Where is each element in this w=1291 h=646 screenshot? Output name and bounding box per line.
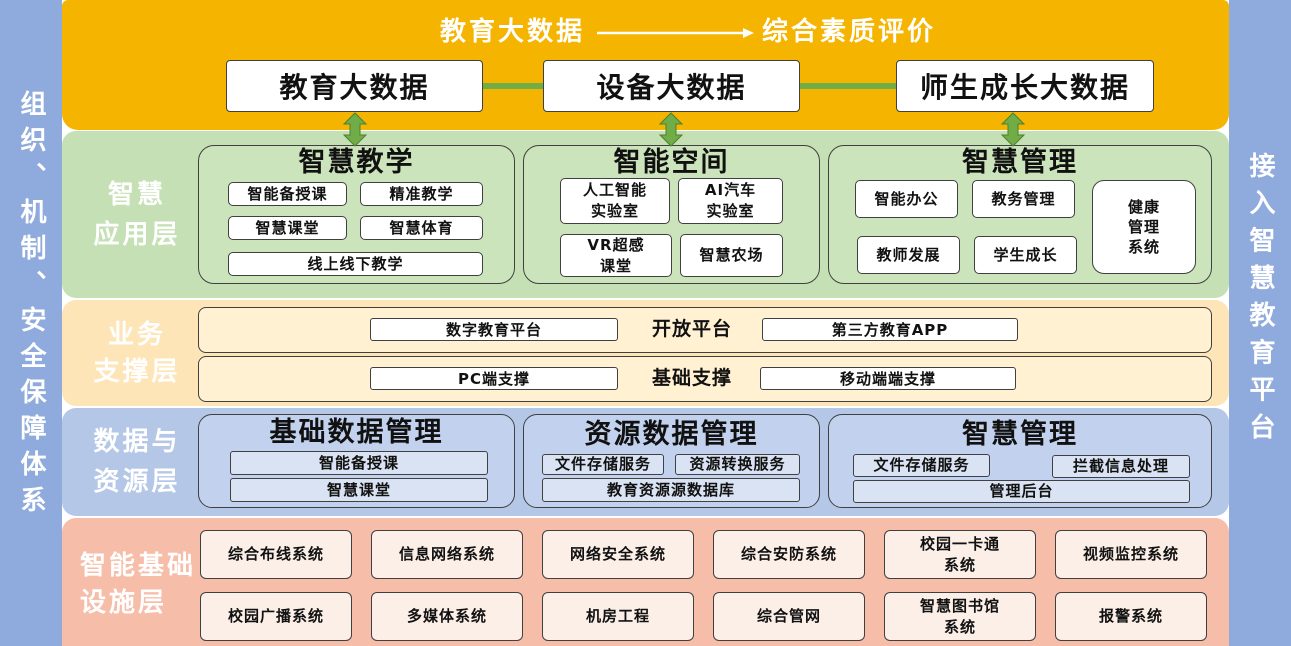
management-item-health-system: 健康 管理 系统 xyxy=(1092,180,1196,274)
basic-data-panel: 基础数据管理 智能备授课 智慧课堂 xyxy=(198,414,515,508)
base-support-label: 基础支撑 xyxy=(651,367,732,389)
edu-big-data-box: 教育大数据 xyxy=(226,60,483,112)
smart-management-title: 智慧管理 xyxy=(962,147,1078,178)
resource-item-database: 教育资源源数据库 xyxy=(542,478,800,502)
pc-support-box: PC端支撑 xyxy=(370,367,618,390)
resource-data-title: 资源数据管理 xyxy=(584,419,759,450)
data-layer-label-line2: 资源层 xyxy=(93,467,181,497)
open-platform-label: 开放平台 xyxy=(651,318,732,340)
data-management-title: 智慧管理 xyxy=(962,419,1078,450)
infra-item-server-room: 机房工程 xyxy=(542,592,694,641)
resource-item-file-storage: 文件存储服务 xyxy=(542,454,664,475)
data-resource-layer: 数据与 资源层 基础数据管理 智能备授课 智慧课堂 资源数据管理 文件存储服务 … xyxy=(62,408,1229,516)
space-item-ai-lab: 人工智能 实验室 xyxy=(560,178,670,224)
infra-item-network: 信息网络系统 xyxy=(371,530,523,579)
infra-item-alarm: 报警系统 xyxy=(1055,592,1207,641)
infra-layer-label-line1: 智能基础 xyxy=(80,551,197,581)
smart-management-panel: 智慧管理 智能办公 教务管理 教师发展 学生成长 健康 管理 系统 xyxy=(828,145,1212,284)
growth-big-data-box: 师生成长大数据 xyxy=(896,60,1154,112)
teaching-item-sports: 智慧体育 xyxy=(360,216,483,240)
application-layer-label: 智慧 应用层 xyxy=(62,175,212,255)
management-item-office: 智能办公 xyxy=(855,180,958,218)
data-management-item-intercept: 拦截信息处理 xyxy=(1052,455,1190,478)
third-party-app-box: 第三方教育APP xyxy=(762,318,1018,341)
infra-item-multimedia: 多媒体系统 xyxy=(371,592,523,641)
top-title-right: 综合素质评价 xyxy=(762,17,937,47)
data-management-item-backend: 管理后台 xyxy=(853,480,1190,503)
infra-system-grid: 综合布线系统 信息网络系统 网络安全系统 综合安防系统 校园一卡通 系统 视频监… xyxy=(200,530,1207,641)
space-item-vr-classroom: VR超感 课堂 xyxy=(560,234,672,277)
base-support-row: PC端支撑 基础支撑 移动端端支撑 xyxy=(198,356,1212,402)
smart-teaching-title: 智慧教学 xyxy=(298,147,415,178)
device-big-data-box: 设备大数据 xyxy=(543,60,800,112)
management-item-student-growth: 学生成长 xyxy=(974,236,1077,274)
infra-item-security: 综合安防系统 xyxy=(713,530,865,579)
teaching-item-precision: 精准教学 xyxy=(360,182,483,206)
infra-item-network-security: 网络安全系统 xyxy=(542,530,694,579)
teaching-item-online-offline: 线上线下教学 xyxy=(228,252,483,276)
right-side-bar: 接入智慧教育平台 xyxy=(1229,0,1291,646)
top-evaluation-band: 教育大数据 综合素质评价 教育大数据 设备大数据 师生成长大数据 xyxy=(62,0,1229,130)
right-side-bar-text: 接入智慧教育平台 xyxy=(1245,152,1275,451)
top-title-left: 教育大数据 xyxy=(440,17,586,47)
resource-item-conversion: 资源转换服务 xyxy=(675,454,800,475)
left-side-bar: 组织、机制、安全保障体系 xyxy=(0,0,62,646)
support-layer-label: 业务 支撑层 xyxy=(62,317,212,391)
infra-layer-label: 智能基础 设施层 xyxy=(80,548,270,622)
infra-item-cabling: 综合布线系统 xyxy=(200,530,352,579)
infra-layer-label-line2: 设施层 xyxy=(80,588,168,618)
space-item-ai-car-lab: AI汽车 实验室 xyxy=(678,178,783,224)
data-management-item-file-storage: 文件存储服务 xyxy=(853,454,990,477)
management-item-teacher-dev: 教师发展 xyxy=(857,236,960,274)
basic-data-item-prep: 智能备授课 xyxy=(230,451,488,475)
smart-space-panel: 智能空间 人工智能 实验室 AI汽车 实验室 VR超感 课堂 智慧农场 xyxy=(523,145,820,284)
data-management-panel: 智慧管理 文件存储服务 拦截信息处理 管理后台 xyxy=(828,414,1212,508)
support-layer-label-line1: 业务 xyxy=(107,320,166,350)
space-item-smart-farm: 智慧农场 xyxy=(680,234,783,277)
data-layer-label-line1: 数据与 xyxy=(93,427,181,457)
infra-item-pipe-network: 综合管网 xyxy=(713,592,865,641)
infra-item-campus-card: 校园一卡通 系统 xyxy=(884,530,1036,579)
application-layer-label-line1: 智慧 xyxy=(107,180,166,210)
infra-item-broadcast: 校园广播系统 xyxy=(200,592,352,641)
management-item-academic: 教务管理 xyxy=(972,180,1075,218)
teaching-item-classroom: 智慧课堂 xyxy=(228,216,347,240)
resource-data-panel: 资源数据管理 文件存储服务 资源转换服务 教育资源源数据库 xyxy=(523,414,820,508)
infrastructure-layer: 智能基础 设施层 综合布线系统 信息网络系统 网络安全系统 综合安防系统 校园一… xyxy=(62,518,1229,646)
smart-application-layer: 智慧 应用层 智慧教学 智能备授课 精准教学 智慧课堂 智慧体育 线上线下教学 … xyxy=(62,131,1229,298)
basic-data-item-classroom: 智慧课堂 xyxy=(230,478,488,502)
mobile-support-box: 移动端端支撑 xyxy=(760,367,1016,390)
teaching-item-prep: 智能备授课 xyxy=(228,182,347,206)
infra-item-smart-library: 智慧图书馆 系统 xyxy=(884,592,1036,641)
data-layer-label: 数据与 资源层 xyxy=(62,422,212,502)
infra-item-video-surveillance: 视频监控系统 xyxy=(1055,530,1207,579)
left-side-bar-text: 组织、机制、安全保障体系 xyxy=(16,90,46,522)
smart-space-title: 智能空间 xyxy=(613,147,730,178)
application-layer-label-line2: 应用层 xyxy=(93,220,181,250)
digital-education-platform-box: 数字教育平台 xyxy=(370,318,618,341)
business-support-layer: 业务 支撑层 数字教育平台 开放平台 第三方教育APP PC端支撑 基础支撑 移… xyxy=(62,300,1229,406)
smart-teaching-panel: 智慧教学 智能备授课 精准教学 智慧课堂 智慧体育 线上线下教学 xyxy=(198,145,515,284)
open-platform-row: 数字教育平台 开放平台 第三方教育APP xyxy=(198,307,1212,353)
basic-data-title: 基础数据管理 xyxy=(269,417,444,448)
support-layer-label-line2: 支撑层 xyxy=(93,357,181,387)
